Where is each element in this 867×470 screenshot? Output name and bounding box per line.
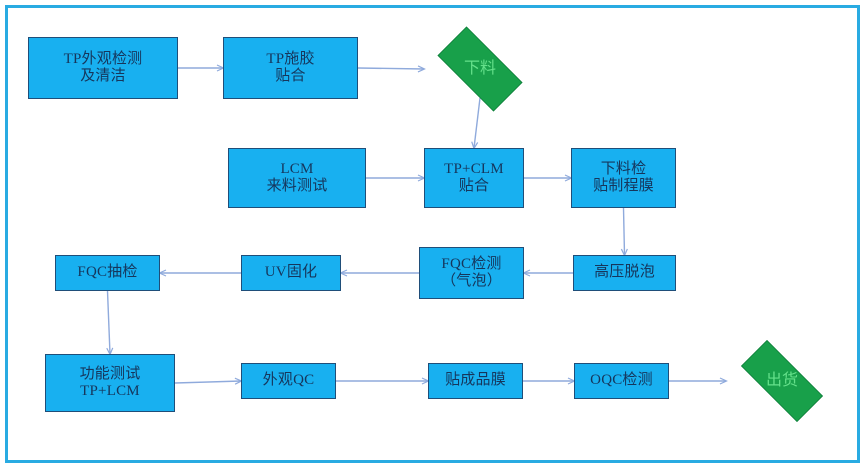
flow-node-label: TP外观检测 (63, 50, 143, 67)
flow-node-label: 出货 (765, 371, 798, 389)
flow-node-tp_inspect: TP外观检测及清洁 (28, 37, 178, 99)
flow-node-label: 下料检 (600, 160, 647, 177)
flow-node-shipment: 出货 (726, 340, 838, 422)
flow-node-label: 贴成品膜 (445, 372, 506, 389)
connector-func_test-to-visual_qc (174, 377, 243, 385)
flow-node-uv_cure: UV固化 (241, 255, 341, 291)
flow-node-oqc: OQC检测 (574, 363, 669, 399)
flow-node-label: 下料 (463, 59, 496, 77)
flow-node-label: 来料测试 (266, 178, 328, 194)
flow-node-label: FQC抽检 (77, 264, 138, 281)
connector-unload_check-to-defoam (620, 207, 628, 257)
flow-node-label: （气泡） (441, 273, 502, 289)
flow-node-label: TP+CLM (444, 160, 504, 177)
flow-node-label: UV固化 (264, 264, 318, 281)
flow-node-finish_film: 贴成品膜 (428, 363, 523, 399)
flow-node-label: LCM (280, 160, 314, 177)
flow-node-label: 贴合 (458, 178, 490, 194)
connector-tp_glue-to-unload (357, 65, 426, 73)
flow-node-visual_qc: 外观QC (241, 363, 336, 399)
flow-node-label: FQC检测 (441, 255, 502, 272)
flow-node-fqc_bubble: FQC检测（气泡） (419, 247, 524, 299)
flow-node-fqc_sample: FQC抽检 (55, 255, 160, 291)
flow-node-label: 功能测试 (79, 365, 141, 382)
flow-node-unload: 下料 (424, 26, 536, 112)
flow-node-label: 高压脱泡 (594, 264, 655, 281)
flow-node-label: 贴制程膜 (593, 178, 654, 194)
flow-node-tp_glue: TP施胶贴合 (223, 37, 358, 99)
flow-node-label: 贴合 (275, 68, 306, 84)
flow-node-label: OQC检测 (590, 372, 653, 389)
flow-node-defoam: 高压脱泡 (573, 255, 676, 291)
connector-unload-to-tp_clm (471, 97, 481, 150)
flow-node-label: TP+LCM (80, 383, 140, 399)
connector-fqc_sample-to-func_test (106, 290, 114, 356)
flow-node-label: 外观QC (262, 372, 315, 389)
flow-node-label: TP施胶 (266, 50, 315, 67)
flow-node-unload_check: 下料检贴制程膜 (571, 148, 676, 208)
flow-node-label: 及清洁 (80, 68, 126, 84)
